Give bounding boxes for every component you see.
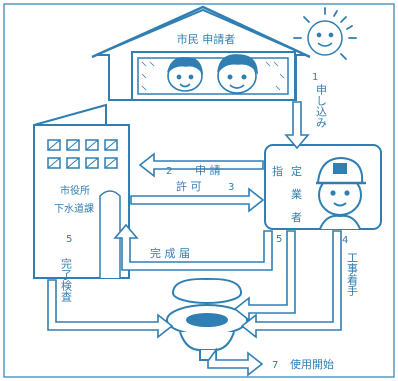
contractor-panel [264, 144, 382, 230]
step2-num: 2 [166, 166, 172, 177]
flow-arrows [47, 101, 342, 377]
frame [3, 3, 395, 378]
step3-num: 3 [228, 182, 234, 193]
step4-text: 工事着手 [346, 252, 359, 297]
contractor-label-2c: 者 [291, 211, 302, 224]
contractor-label-2b: 業 [291, 188, 302, 201]
contractor-label-2a: 定 [291, 164, 302, 178]
step3-text: 許 可 [176, 180, 202, 193]
step6-text: 完 成 届 [150, 246, 190, 260]
step1-text: 申し込み [315, 84, 328, 128]
children-illustration [167, 54, 258, 94]
city-office-line2: 下水道課 [54, 202, 94, 215]
step5b-num: 5 [276, 234, 282, 245]
sun-icon [293, 7, 357, 60]
step1-num: 1 [312, 72, 318, 83]
city-office-line1: 市役所 [60, 184, 90, 197]
house-label: 市民 申請者 [177, 32, 236, 46]
step2-text: 申 請 [195, 163, 221, 177]
step5a-num: 5 [66, 234, 72, 245]
step7-num: 7 [272, 360, 278, 371]
step7-text: 使用開始 [290, 357, 334, 371]
step4-num: 4 [342, 235, 348, 246]
house [91, 5, 311, 101]
city-office-building [33, 103, 130, 279]
step5a-text: 完了検査 [60, 257, 73, 302]
contractor-label-1: 指 [272, 164, 283, 178]
toilet-icon [166, 277, 248, 361]
